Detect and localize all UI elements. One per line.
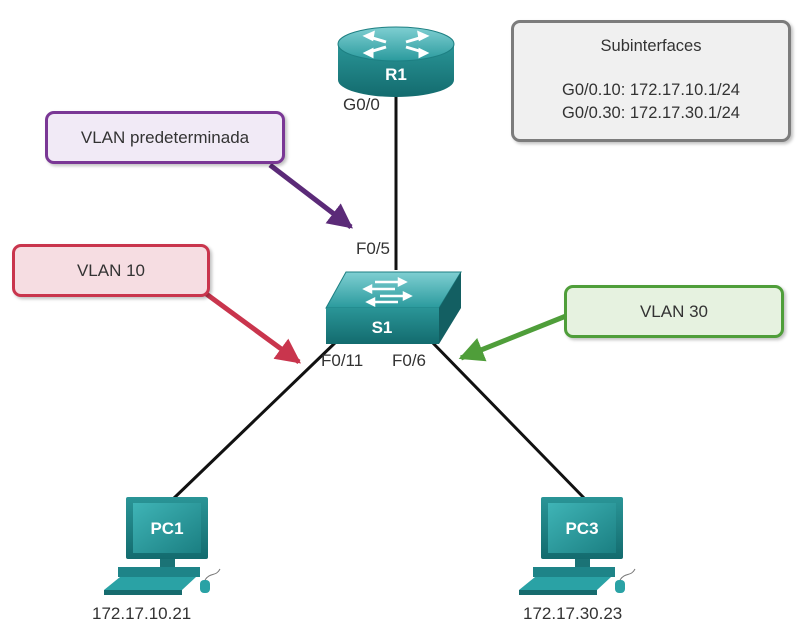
pc1-icon[interactable]: PC1 (104, 497, 221, 595)
port-label-g0-0: G0/0 (343, 95, 380, 114)
pc3-icon[interactable]: PC3 (519, 497, 636, 595)
pc3-label: PC3 (565, 519, 598, 538)
pc1-ip-label: 172.17.10.21 (92, 604, 192, 623)
port-label-f0-5: F0/5 (356, 239, 391, 258)
callout-native-text: VLAN predeterminada (80, 127, 250, 147)
link-s1-pc1 (170, 338, 340, 502)
arrow-vlan30 (458, 313, 567, 362)
callout-native-vlan: VLAN predeterminada (45, 111, 285, 164)
router-icon[interactable]: R1 (337, 26, 455, 97)
subinterface-g0-0-30: G0/0.30: 172.17.30.1/24 (562, 104, 740, 122)
subinterface-g0-0-10: G0/0.10: 172.17.10.1/24 (562, 81, 740, 99)
callout-vlan30-text: VLAN 30 (639, 301, 709, 321)
subinterfaces-title: Subinterfaces (600, 37, 702, 55)
switch-icon[interactable]: S1 (325, 271, 462, 344)
arrow-native (268, 163, 353, 229)
switch-label: S1 (372, 318, 393, 337)
callout-vlan30: VLAN 30 (564, 285, 784, 338)
arrow-vlan10 (203, 290, 302, 365)
router-label: R1 (385, 65, 407, 84)
subinterfaces-box: Subinterfaces G0/0.10: 172.17.10.1/24 G0… (511, 20, 791, 142)
port-label-f0-6: F0/6 (392, 351, 427, 370)
pc1-label: PC1 (150, 519, 183, 538)
callout-vlan10: VLAN 10 (12, 244, 210, 297)
link-s1-pc3 (428, 338, 588, 502)
callout-vlan10-text: VLAN 10 (76, 260, 146, 280)
pc3-ip-label: 172.17.30.23 (523, 604, 623, 623)
port-label-f0-11: F0/11 (321, 351, 364, 370)
